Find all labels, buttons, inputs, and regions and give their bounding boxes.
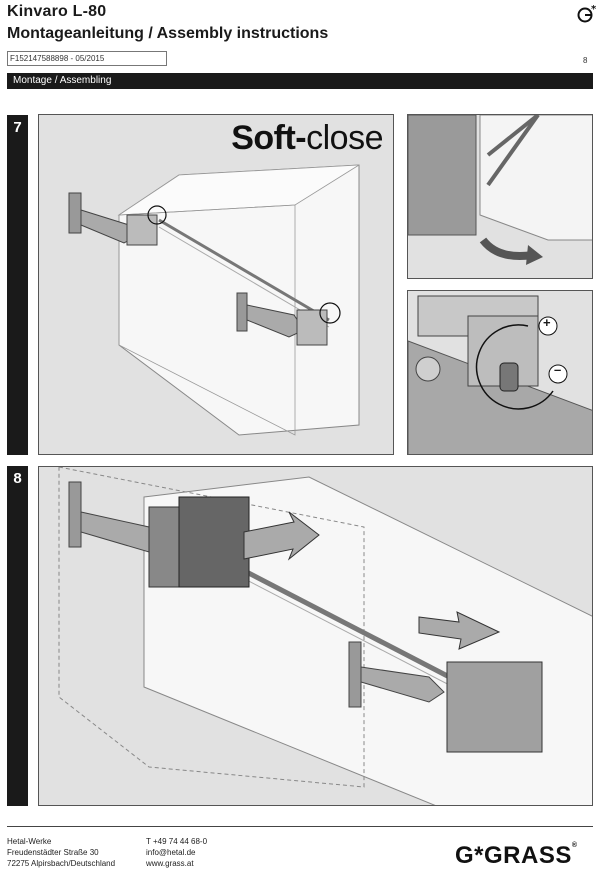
section-bar: Montage / Assembling (7, 73, 593, 89)
grass-brand-logo: G*GRASS® (455, 842, 578, 869)
soft-close-headline: Soft-close (231, 119, 383, 157)
footer-city: 72275 Alpirsbach/Deutschland (7, 859, 116, 868)
step-7-detail-adjuster: + – (407, 290, 593, 455)
adjust-plus-label: + (543, 315, 551, 330)
footer-street: Freudenstädter Straße 30 (7, 848, 99, 857)
step-number: 8 (7, 466, 28, 806)
step-number: 7 (7, 115, 28, 455)
document-title: Montageanleitung / Assembly instructions (7, 25, 329, 42)
step-8-illustration (38, 466, 593, 806)
svg-text:*: * (591, 4, 597, 15)
footer-web: www.grass.at (146, 859, 194, 868)
grass-logo-icon: * (577, 4, 597, 24)
step-7-detail-door (407, 114, 593, 279)
step-7-main-illustration: Soft-close (38, 114, 394, 455)
footer-contact: T +49 74 44 68-0 info@hetal.de www.grass… (146, 836, 207, 869)
page-number: 8 (583, 56, 588, 65)
adjust-minus-label: – (554, 362, 562, 377)
footer-phone: T +49 74 44 68-0 (146, 837, 208, 846)
document-number: F152147588898 - 05/2015 (7, 51, 167, 66)
product-name: Kinvaro L-80 (7, 3, 107, 20)
footer-company: Hetal-Werke (7, 837, 52, 846)
footer-divider (7, 826, 593, 827)
footer-address: Hetal-Werke Freudenstädter Straße 30 722… (7, 836, 115, 869)
footer-email: info@hetal.de (146, 848, 196, 857)
